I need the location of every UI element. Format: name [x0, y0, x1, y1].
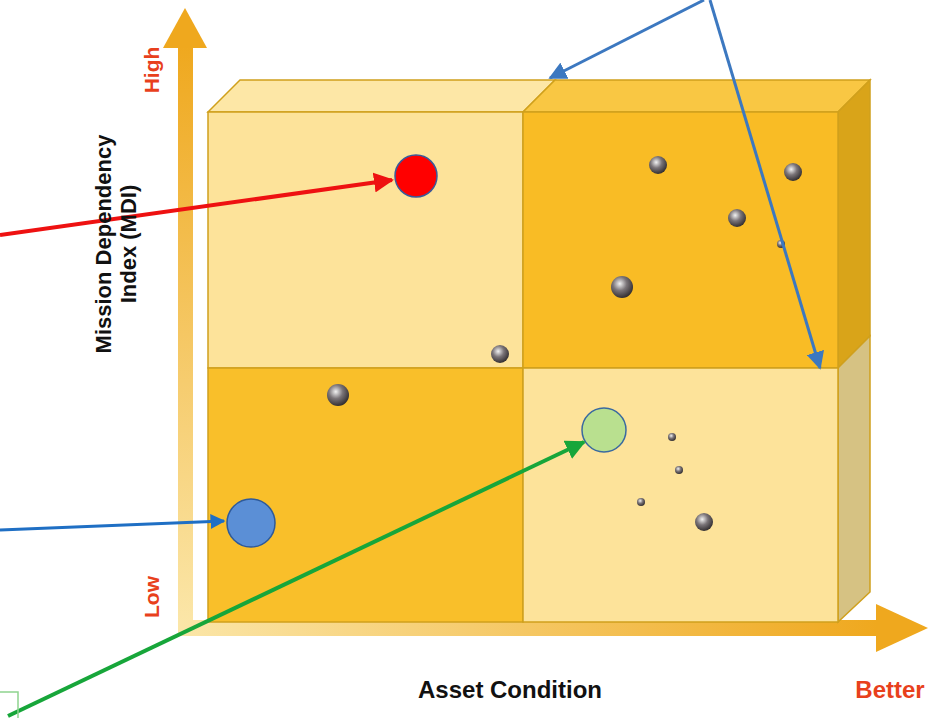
matrix-cube — [208, 80, 870, 622]
axis-end-label: High — [140, 47, 164, 94]
blue-asset — [227, 499, 275, 547]
quadrant-pointer — [710, 0, 820, 368]
y-axis-arrow — [163, 8, 207, 624]
blue-pointer — [0, 521, 224, 530]
axis-title: Asset Condition — [418, 676, 602, 704]
callout-box-edge — [0, 692, 18, 718]
red-pointer — [0, 180, 392, 235]
green-pointer — [8, 442, 584, 716]
red-asset — [395, 155, 437, 197]
axis-end-label: Low — [140, 576, 164, 618]
quadrant-pointer — [550, 0, 704, 78]
asset-dots — [327, 156, 802, 531]
axis-title: Mission Dependency Index (MDI) — [91, 119, 142, 369]
axis-end-label: Better — [855, 676, 924, 704]
green-asset — [582, 408, 626, 452]
